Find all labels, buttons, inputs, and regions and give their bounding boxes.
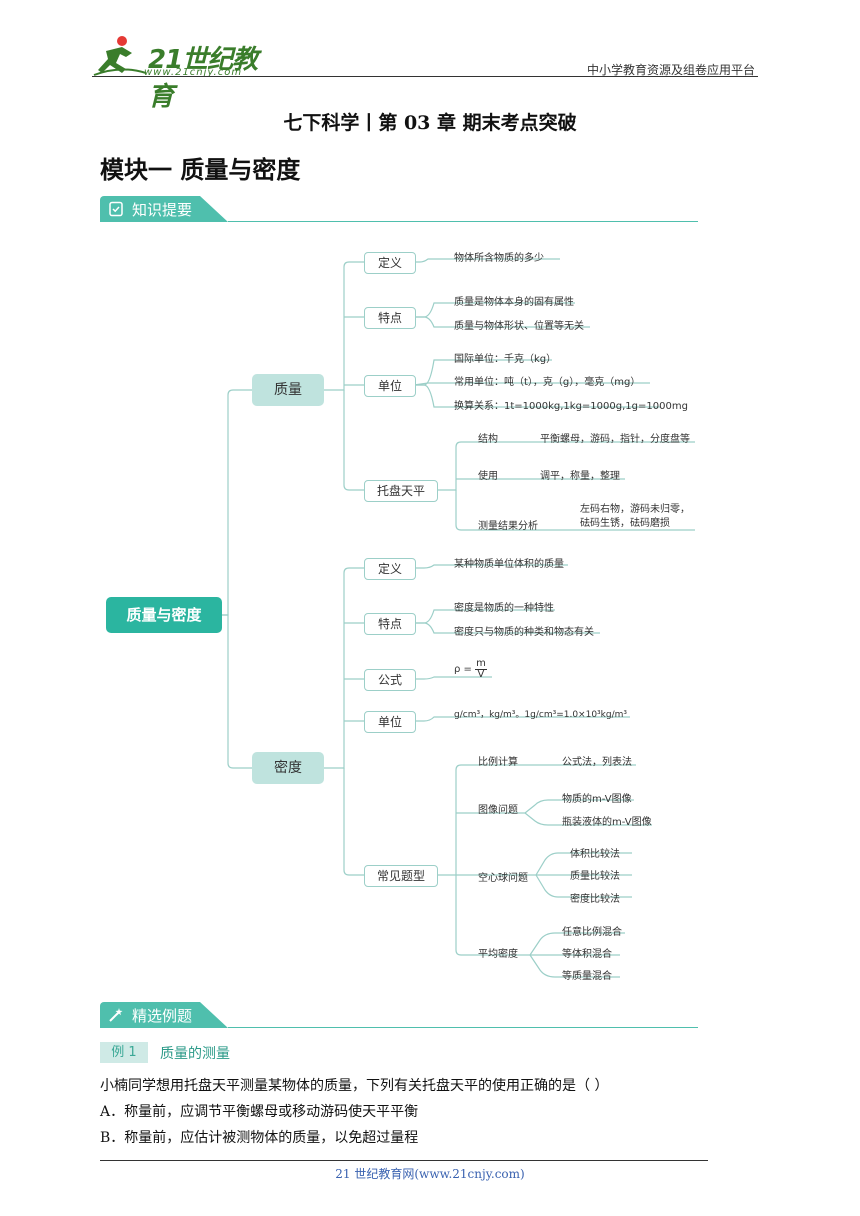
leaf-density-units: g/cm³，kg/m³。1g/cm³=1.0×10³kg/m³ bbox=[454, 710, 627, 720]
leaf-ratio-method: 公式法，列表法 bbox=[562, 757, 632, 768]
leaf-problem-graph: 图像问题 bbox=[478, 805, 518, 816]
magic-wand-icon bbox=[108, 1007, 124, 1023]
page-title: 七下科学丨第 03 章 期末考点突破 bbox=[283, 112, 577, 134]
node-mass-features: 特点 bbox=[364, 307, 416, 329]
checklist-icon bbox=[108, 201, 124, 217]
node-density-features: 特点 bbox=[364, 613, 416, 635]
leaf-density-feature-1: 密度是物质的一种特性 bbox=[454, 603, 554, 614]
leaf-average-2: 等体积混合 bbox=[562, 949, 612, 960]
example-title: 质量的测量 bbox=[160, 1046, 230, 1062]
mind-map-connectors bbox=[222, 258, 695, 978]
node-density-units: 单位 bbox=[364, 711, 416, 733]
node-density-definition: 定义 bbox=[364, 558, 416, 580]
analysis-line-2: 砝码生锈，砝码磨损 bbox=[580, 518, 670, 529]
leaf-balance-use-label: 使用 bbox=[478, 471, 498, 482]
analysis-line-1: 左码右物，游码未归零， bbox=[580, 504, 690, 515]
footer-link[interactable]: 21 世纪教育网(www.21cnjy.com) bbox=[335, 1167, 525, 1181]
question-text: 小楠同学想用托盘天平测量某物体的质量，下列有关托盘天平的使用正确的是（ ） bbox=[100, 1078, 609, 1094]
platform-name: 中小学教育资源及组卷应用平台 bbox=[586, 63, 755, 77]
formula-denominator: V bbox=[477, 669, 485, 680]
site-logo: 21世纪教育 www.21cnjy.com bbox=[92, 33, 262, 112]
leaf-balance-use: 调平，称量，整理 bbox=[540, 471, 620, 482]
example-tag: 例 1 bbox=[100, 1042, 148, 1063]
leaf-problem-average: 平均密度 bbox=[478, 949, 518, 960]
leaf-density-formula: ρ = m V bbox=[454, 659, 487, 680]
module-title: 模块一 质量与密度 bbox=[100, 156, 301, 184]
option-b[interactable]: B．称量前，应估计被测物体的质量，以免超过量程 bbox=[100, 1130, 419, 1146]
section-banner-knowledge: 知识提要 bbox=[100, 196, 700, 222]
logo-text: 21世纪教育 bbox=[148, 45, 258, 112]
node-problems: 常见题型 bbox=[364, 865, 438, 887]
leaf-graph-2: 瓶装液体的m-V图像 bbox=[562, 817, 652, 828]
node-balance: 托盘天平 bbox=[364, 480, 438, 502]
leaf-hollow-2: 质量比较法 bbox=[570, 871, 620, 882]
leaf-density-feature-2: 密度只与物质的种类和物态有关 bbox=[454, 627, 594, 638]
leaf-mass-feature-1: 质量是物体本身的固有属性 bbox=[454, 297, 574, 308]
section-title: 精选例题 bbox=[132, 1007, 193, 1025]
leaf-graph-1: 物质的m-V图像 bbox=[562, 794, 632, 805]
runner-logo-icon bbox=[93, 36, 147, 76]
footer-divider bbox=[100, 1160, 708, 1161]
leaf-problem-ratio: 比例计算 bbox=[478, 757, 518, 768]
leaf-balance-analysis-label: 测量结果分析 bbox=[478, 521, 538, 532]
node-density-formula: 公式 bbox=[364, 669, 416, 691]
node-density: 密度 bbox=[252, 752, 324, 784]
node-mass-units: 单位 bbox=[364, 375, 416, 397]
formula-lhs: ρ = bbox=[454, 664, 472, 675]
leaf-average-1: 任意比例混合 bbox=[562, 927, 622, 938]
root-node: 质量与密度 bbox=[106, 597, 222, 633]
leaf-hollow-3: 密度比较法 bbox=[570, 894, 620, 905]
leaf-balance-analysis: 左码右物，游码未归零， 砝码生锈，砝码磨损 bbox=[580, 503, 690, 531]
leaf-mass-definition: 物体所含物质的多少 bbox=[454, 253, 544, 264]
formula-numerator: m bbox=[475, 658, 487, 670]
section-title: 知识提要 bbox=[132, 201, 193, 219]
node-mass: 质量 bbox=[252, 374, 324, 406]
mind-map: 质量与密度 质量 定义 物体所含物质的多少 特点 质量是物体本身的固有属性 质量… bbox=[0, 235, 860, 995]
leaf-mass-feature-2: 质量与物体形状、位置等无关 bbox=[454, 321, 584, 332]
leaf-hollow-1: 体积比较法 bbox=[570, 849, 620, 860]
node-mass-definition: 定义 bbox=[364, 252, 416, 274]
header-divider bbox=[92, 76, 758, 77]
option-a[interactable]: A．称量前，应调节平衡螺母或移动游码使天平平衡 bbox=[100, 1104, 419, 1120]
leaf-balance-structure-label: 结构 bbox=[478, 434, 498, 445]
leaf-density-definition: 某种物质单位体积的质量 bbox=[454, 559, 564, 570]
leaf-problem-hollow: 空心球问题 bbox=[478, 873, 528, 884]
leaf-average-3: 等质量混合 bbox=[562, 971, 612, 982]
logo-url: www.21cnjy.com bbox=[144, 67, 243, 78]
leaf-unit-conversion: 换算关系：1t=1000kg,1kg=1000g,1g=1000mg bbox=[454, 401, 688, 412]
leaf-balance-structure: 平衡螺母，游码，指针，分度盘等 bbox=[540, 434, 690, 445]
leaf-unit-common: 常用单位：吨（t），克（g），毫克（mg） bbox=[454, 377, 641, 388]
section-banner-examples: 精选例题 bbox=[100, 1002, 700, 1028]
leaf-unit-si: 国际单位：千克（kg） bbox=[454, 354, 557, 365]
